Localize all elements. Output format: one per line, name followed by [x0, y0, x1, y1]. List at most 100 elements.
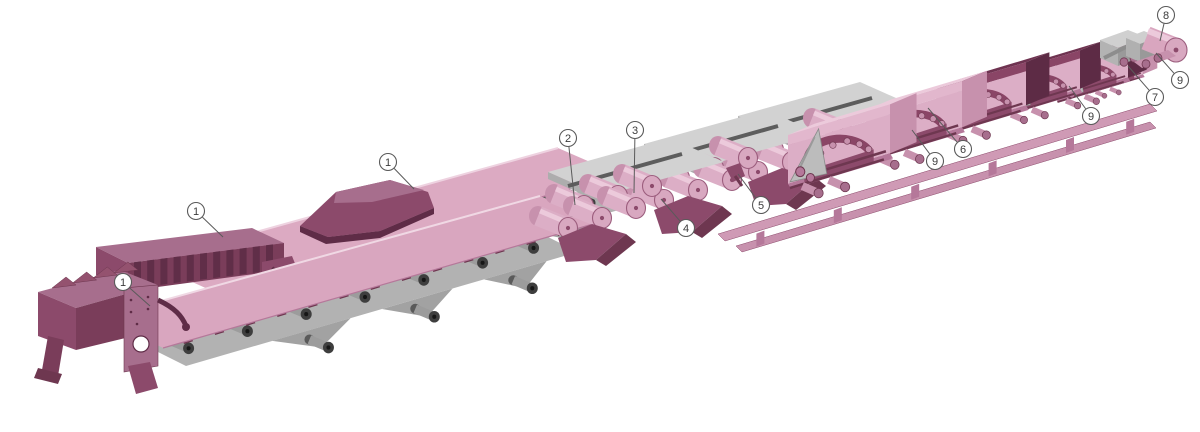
rail	[717, 103, 1158, 242]
headbox-plate	[123, 284, 159, 373]
dryer-cylinder	[929, 115, 937, 123]
arm-end	[182, 323, 190, 331]
callout-1: 1	[378, 152, 415, 190]
roll-end	[363, 294, 367, 300]
callout-leader	[1068, 85, 1087, 110]
callout-leader	[927, 107, 958, 143]
callout-circle	[558, 128, 578, 148]
callout-leader	[1155, 52, 1175, 74]
callout-number: 1	[120, 277, 126, 289]
rail-foot	[833, 207, 842, 224]
press-frame	[558, 224, 626, 262]
headbox-foot	[128, 362, 158, 394]
cover-top	[334, 180, 424, 203]
forming-unit-bottom	[34, 195, 601, 394]
felt-run	[382, 288, 453, 317]
roll-end	[565, 225, 571, 231]
callout-leader	[202, 216, 224, 238]
suction-rib	[252, 246, 260, 273]
headbox-leg	[42, 336, 64, 376]
callout-leader	[1159, 23, 1165, 42]
suction-rib	[160, 257, 168, 285]
roll-end	[530, 286, 535, 291]
callout-number: 2	[565, 133, 571, 145]
callout-number: 8	[1163, 10, 1169, 22]
callout-1: 1	[113, 272, 151, 307]
rail-foot	[988, 160, 997, 177]
roll-end	[304, 312, 309, 317]
bolt	[129, 310, 133, 314]
finishing-section	[1100, 26, 1188, 69]
callout-7: 7	[1127, 65, 1165, 107]
callout-leader	[737, 173, 757, 199]
bolt	[146, 307, 150, 311]
suction-top	[96, 228, 284, 263]
headbox-rib	[113, 261, 139, 274]
callout-number: 9	[1088, 111, 1094, 123]
callout-number: 4	[683, 223, 689, 235]
callout-circle	[378, 152, 398, 172]
fabric-guide-roll	[410, 303, 440, 323]
callout-number: 9	[1177, 75, 1183, 87]
callout-number: 1	[385, 157, 391, 169]
felt-roll	[1040, 111, 1049, 120]
suction-rib	[213, 251, 221, 279]
roll-end	[755, 169, 761, 175]
cover-base	[300, 208, 434, 244]
press-frame	[654, 196, 722, 234]
callout-circle	[186, 201, 206, 221]
suction-rib	[186, 254, 194, 282]
hood-lid	[788, 104, 890, 146]
calender-front	[1100, 40, 1118, 66]
callout-circle	[113, 272, 133, 292]
felt-roll	[1101, 92, 1108, 99]
dryer-cylinder	[1060, 82, 1067, 89]
callout-number: 9	[932, 156, 938, 168]
felt-roll	[840, 181, 851, 193]
calender-top	[1100, 30, 1146, 48]
callout-9: 9	[1068, 85, 1101, 126]
suction-rib	[226, 249, 234, 277]
headbox-foot	[34, 368, 62, 384]
felt-roll	[1020, 115, 1028, 125]
callout-leader	[129, 287, 151, 307]
dryer-cylinder	[1103, 68, 1109, 74]
callout-number: 6	[960, 144, 966, 156]
felt-run	[483, 261, 547, 289]
roll-end	[421, 277, 426, 282]
hood-end	[890, 93, 917, 154]
roll-end	[745, 155, 751, 161]
hood-top	[788, 93, 917, 135]
forming-wire	[103, 196, 600, 348]
dryer-group-1	[788, 93, 917, 199]
felt-roll	[981, 130, 991, 140]
bolt	[135, 322, 139, 326]
roll-end	[245, 329, 250, 334]
callout-number: 3	[632, 125, 638, 137]
dryer-cylinder	[995, 94, 1003, 101]
felt-roll	[1074, 101, 1082, 110]
callout-circle	[751, 195, 771, 215]
callout-leader	[393, 168, 415, 190]
felt-roll	[795, 166, 806, 178]
hood-end	[1080, 41, 1101, 89]
headbox-rib	[71, 271, 98, 284]
callout-6: 6	[927, 107, 973, 159]
callout-5: 5	[737, 173, 771, 215]
felt-roll	[805, 173, 816, 183]
press-roll	[613, 164, 663, 198]
top-former-cover	[300, 180, 434, 244]
headbox-rib	[51, 276, 77, 289]
felt-run	[272, 318, 351, 348]
rail-foot	[1066, 137, 1074, 153]
callout-circle	[1156, 5, 1176, 25]
felt-roll	[1116, 89, 1122, 96]
dryer-cylinder	[1003, 98, 1011, 105]
roll-end	[432, 314, 437, 319]
press-roll	[563, 196, 613, 230]
callout-leader	[633, 138, 636, 194]
felt-roll	[915, 154, 925, 164]
suction-rib	[147, 259, 155, 287]
roll-end	[326, 345, 331, 350]
